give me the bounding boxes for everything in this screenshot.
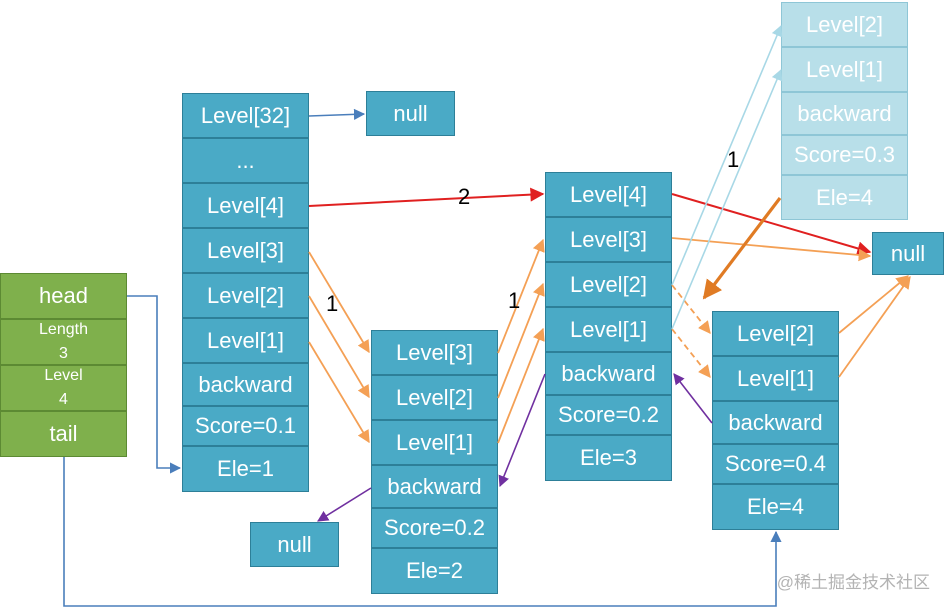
list-tail: tail <box>0 411 127 457</box>
edge-node2-l3-node3 <box>497 238 545 354</box>
node4-level-2: Level[2] <box>712 311 839 356</box>
header-level-3: Level[3] <box>182 228 309 273</box>
span-label-new-node: 1 <box>727 147 740 172</box>
new-node-backward: backward <box>781 92 908 135</box>
node4-ele: Ele=4 <box>712 484 839 530</box>
node2-ele: Ele=2 <box>371 548 498 594</box>
edge-node4-l1-null <box>838 275 911 378</box>
node4-level-1: Level[1] <box>712 356 839 401</box>
edge-node2-backward-null <box>317 487 372 522</box>
new-node-level-2: Level[2] <box>781 2 908 47</box>
node3-level-4: Level[4] <box>545 172 672 217</box>
edge-node3-backward-node2 <box>498 373 546 488</box>
null-bottom: null <box>250 522 339 567</box>
list-length-value: 3 <box>59 345 68 362</box>
node4-backward: backward <box>712 401 839 444</box>
node3-score: Score=0.2 <box>545 395 672 435</box>
span-label-header-l4: 2 <box>458 184 471 209</box>
list-level: Level 4 <box>0 365 127 411</box>
node2-score: Score=0.2 <box>371 508 498 548</box>
node4-score: Score=0.4 <box>712 444 839 484</box>
header-level-ellipsis: ... <box>182 138 309 183</box>
null-top: null <box>366 91 455 136</box>
span-label-header-l3: 1 <box>326 291 339 316</box>
edge-header-l2-node2 <box>308 295 370 399</box>
node3-level-2: Level[2] <box>545 262 672 307</box>
header-backward: backward <box>182 363 309 406</box>
edge-new-node-insert <box>702 197 782 300</box>
edge-node4-backward-node3 <box>673 373 713 424</box>
node3-ele: Ele=3 <box>545 435 672 481</box>
header-level-2: Level[2] <box>182 273 309 318</box>
node3-backward: backward <box>545 352 672 395</box>
header-score: Score=0.1 <box>182 406 309 446</box>
edge-node3-l3-null <box>671 237 872 262</box>
node3-level-3: Level[3] <box>545 217 672 262</box>
edge-node3-l2-node4 <box>671 284 711 334</box>
list-length: Length 3 <box>0 319 127 365</box>
list-length-label: Length <box>39 321 88 338</box>
edge-node2-l1-node3 <box>497 327 545 444</box>
watermark: @稀土掘金技术社区 <box>776 573 930 592</box>
header-level-32: Level[32] <box>182 93 309 138</box>
edge-node4-l2-null <box>838 275 909 334</box>
new-node-score: Score=0.3 <box>781 135 908 175</box>
new-node-ele: Ele=4 <box>781 175 908 220</box>
node2-level-3: Level[3] <box>371 330 498 375</box>
node2-backward: backward <box>371 465 498 508</box>
list-level-label: Level <box>44 367 83 384</box>
edge-header-l4-node3 <box>308 187 545 207</box>
null-right: null <box>872 232 944 275</box>
new-node-level-1: Level[1] <box>781 47 908 92</box>
span-label-node2-l3: 1 <box>508 288 521 313</box>
edge-node2-l2-node3 <box>497 282 545 399</box>
list-head: head <box>0 273 127 319</box>
node3-level-1: Level[1] <box>545 307 672 352</box>
header-ele: Ele=1 <box>182 446 309 492</box>
edge-node3-l1-new <box>671 68 783 330</box>
node2-level-2: Level[2] <box>371 375 498 420</box>
list-level-value: 4 <box>59 391 68 408</box>
edge-node3-l1-node4 <box>671 328 711 378</box>
edge-header-l32-null <box>308 108 366 120</box>
header-level-1: Level[1] <box>182 318 309 363</box>
node2-level-1: Level[1] <box>371 420 498 465</box>
edge-header-l1-node2 <box>308 341 370 444</box>
header-level-4: Level[4] <box>182 183 309 228</box>
edge-header-l3-node2 <box>308 251 370 354</box>
edge-list-head-header <box>127 295 182 474</box>
